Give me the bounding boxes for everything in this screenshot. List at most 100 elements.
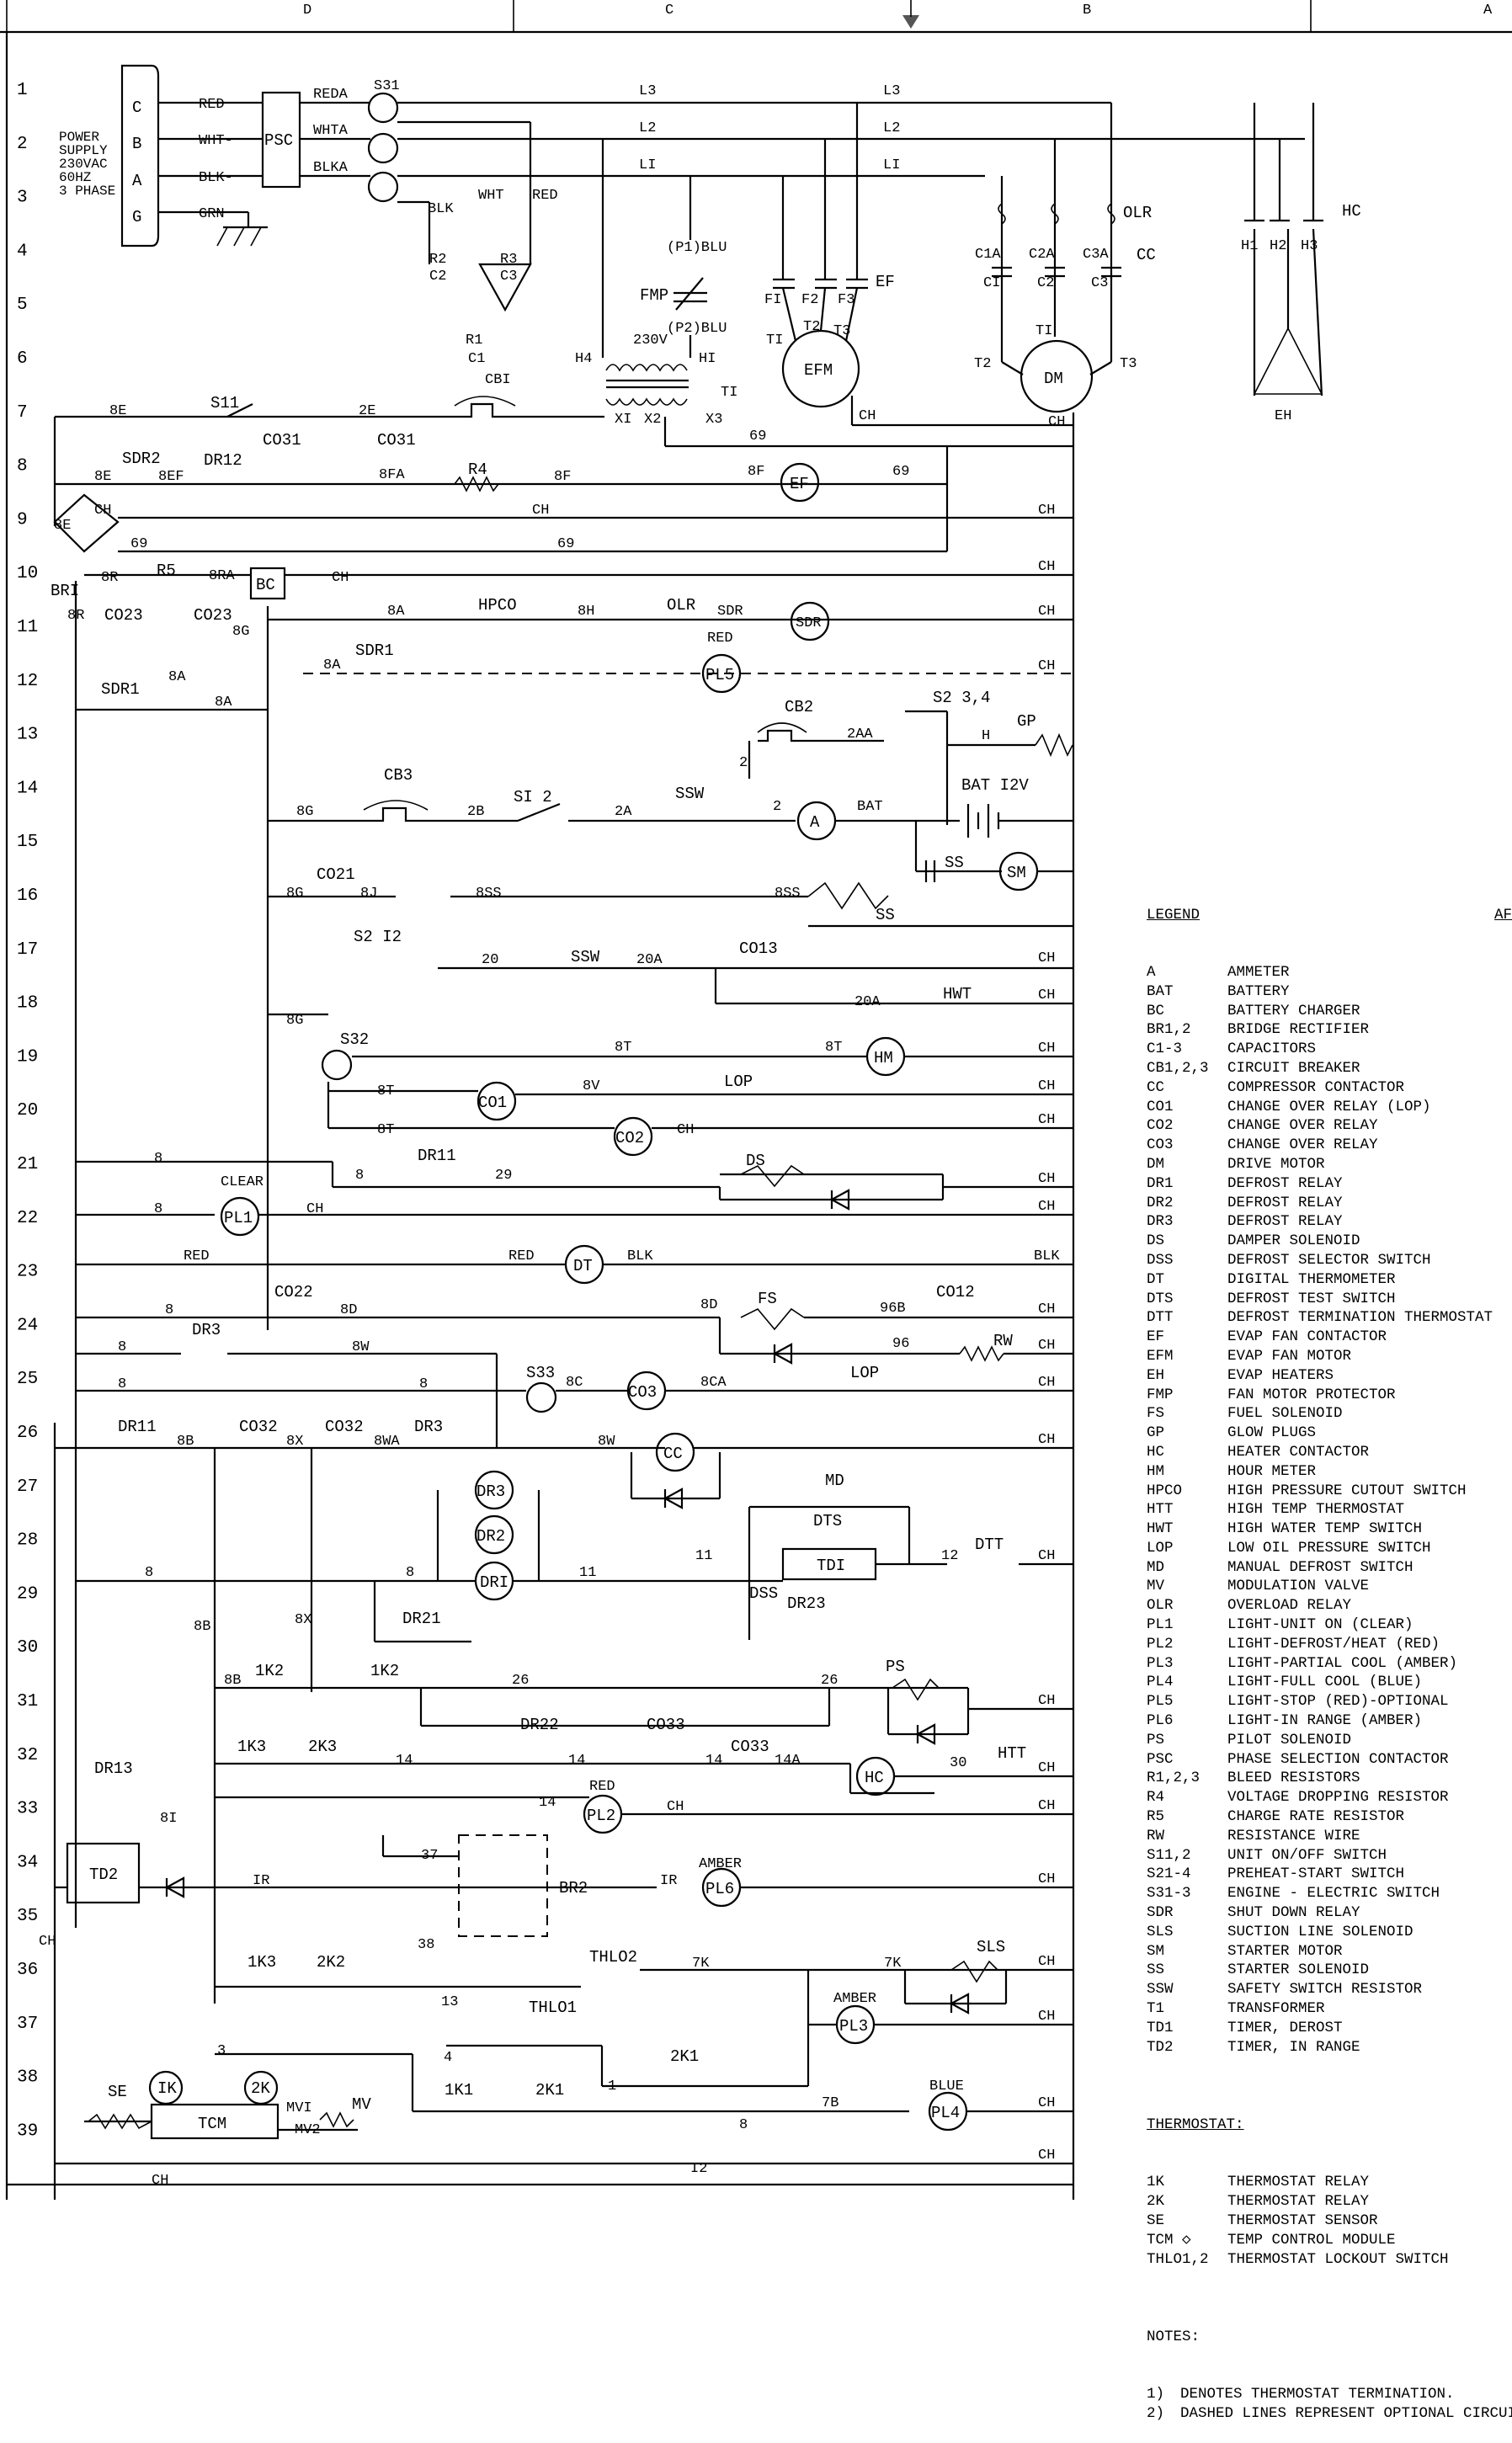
lbl-t1-efm: TI [766,333,783,349]
transformer-section: (P1)BLU (P2)BLU FMP 230V H4 HI TI XI X2 … [55,139,1073,448]
lbl-2k3: 2K3 [308,1738,337,1756]
lbl-co31: CO31 [263,431,301,450]
row-number: 5 [17,295,28,315]
legend-code: THLO1,2 [1147,2250,1209,2268]
ruler-a: A [1483,3,1493,19]
ch-label: CH [1038,2095,1055,2111]
lbl-co12: CO12 [936,1283,975,1301]
legend-description: PILOT SOLENOID [1227,1731,1352,1748]
lbl-37: 37 [421,1848,438,1864]
lbl-1: 1 [608,2078,616,2094]
lbl-hpco: HPCO [478,596,517,615]
lbl-x3: X3 [705,412,722,428]
legend-description: THERMOSTAT SENSOR [1227,2211,1378,2229]
legend-description: TIMER, DEROST [1227,2019,1343,2036]
ch-label: CH [1038,1199,1055,1215]
lbl-3: 3 [217,2043,226,2059]
lbl-p2blu: (P2)BLU [667,321,727,337]
ch-label: CH [1038,2148,1055,2164]
lbl-ch-co2: CH [677,1122,694,1138]
lbl-8fa: 8FA [379,467,405,483]
legend-code: HTT [1147,1501,1174,1519]
lbl-se: SE [108,2083,127,2101]
lbl-96b: 96B [880,1301,906,1317]
legend-description: HIGH WATER TEMP SWITCH [1227,1520,1423,1538]
lbl-11b: 11 [695,1548,712,1564]
lbl-8x-b: 8X [295,1612,311,1628]
legend-code: PL3 [1147,1654,1174,1672]
legend-description: GLOW PLUGS [1227,1424,1317,1442]
legend-description: DEFROST TERMINATION THERMOSTAT [1227,1309,1493,1327]
legend-description: LIGHT-IN RANGE (AMBER) [1227,1712,1423,1730]
lbl-fs: FS [758,1290,777,1308]
lbl-s2-34: S2 3,4 [933,689,990,707]
ch-label: CH [1038,503,1055,519]
legend-code: PS [1147,1731,1165,1748]
legend-description: STARTER MOTOR [1227,1942,1343,1960]
lbl-red-dt2: RED [508,1248,535,1264]
legend-description: THERMOSTAT RELAY [1227,2193,1370,2211]
lbl-clear: CLEAR [221,1174,264,1190]
sheet-frame: D C B A [0,0,1512,2200]
lbl-ch-bc: CH [332,570,349,586]
lbl-8g-b: 8G [296,804,313,820]
legend-code: OLR [1147,1597,1174,1615]
legend-code: DT [1147,1270,1165,1288]
lbl-7k: 7K [692,1956,710,1972]
ch-label: CH [1038,987,1055,1003]
lbl-r1: R1 [466,333,482,349]
lbl-69d: 69 [557,536,574,552]
legend-description: FAN MOTOR PROTECTOR [1227,1386,1396,1403]
lbl-1k2b: 1K2 [370,1662,399,1680]
terminal-c: C [132,98,141,117]
lbl-co21: CO21 [317,865,355,884]
legend-description: CHANGE OVER RELAY [1227,1136,1378,1154]
row-number: 38 [17,2068,38,2088]
lbl-c3b: C3 [1091,275,1108,291]
lbl-8-r21c: 8 [154,1201,162,1217]
lbl-69c: 69 [130,536,147,552]
lbl-c3a: C3A [1083,247,1109,263]
psu-line-3: 230VAC [59,157,108,172]
lbl-sls: SLS [977,1938,1005,1956]
lbl-c1a: C1A [975,247,1001,263]
lbl-whta: WHTA [313,123,349,139]
lbl-hc: HC [1342,202,1361,221]
lbl-69b: 69 [892,464,909,480]
lbl-t3-dm: T3 [1120,356,1137,372]
lbl-amber-pl6: AMBER [699,1856,742,1872]
legend-description: CAPACITORS [1227,1041,1317,1058]
lbl-mvi: MVI [286,2100,312,2116]
lbl-1k2: 1K2 [255,1662,284,1680]
legend-code: LOP [1147,1539,1174,1557]
lbl-l2b: L2 [883,120,900,136]
lbl-8e: 8E [109,403,126,419]
lbl-l1: LI [639,157,656,173]
row-number: 17 [17,940,38,960]
control-ladder: 8E S11 2E 8E SDR2 8EF DR12 CO31 CO31 8FA… [7,394,1073,2200]
lbl-lop2: LOP [850,1364,879,1382]
lbl-co23b: CO23 [194,606,232,625]
lbl-8w: 8W [352,1339,370,1355]
psu-line-1: POWER [59,130,99,145]
lbl-t2-dm: T2 [974,356,991,372]
legend-code: CB1,2,3 [1147,1059,1209,1077]
